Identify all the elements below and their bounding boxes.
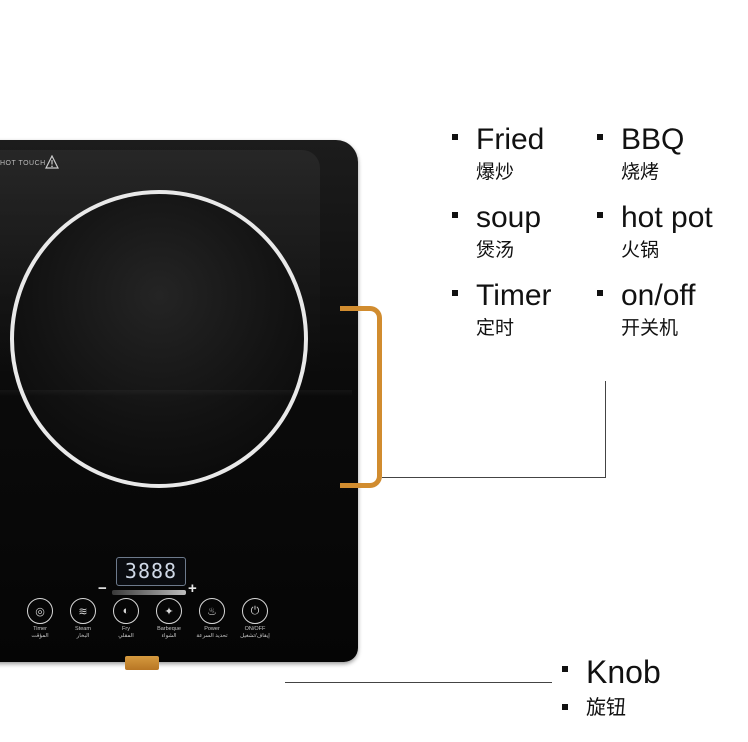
feature-label-zh: 爆炒 [476, 161, 515, 183]
on-off-button[interactable]: ⏻ [242, 598, 268, 624]
bullet-icon [452, 212, 458, 218]
copper-handle [340, 306, 382, 488]
knob-leader-line [285, 682, 552, 683]
on-off-button-label: ON/OFF إيقاف/تشغيل [240, 626, 270, 639]
knob[interactable] [125, 656, 159, 670]
steam-icon: ≋ [78, 605, 88, 618]
knob-label-zh: 旋钮 [586, 695, 626, 719]
feature-label-zh: 煲汤 [476, 239, 515, 261]
feature-label: Fried [476, 123, 545, 156]
glass-band [0, 390, 352, 396]
feature-label: hot pot [621, 201, 713, 234]
steam-button[interactable]: ≋ [70, 598, 96, 624]
power-level-icon: ♨ [207, 605, 217, 618]
induction-cooktop: HOT TOUCH 3888 − + ◎ Timer المؤقت ≋ Stea… [0, 140, 358, 670]
warning-icon [45, 155, 59, 169]
steam-button-label: Steam البخار [75, 626, 91, 639]
features-leader-line [605, 381, 606, 478]
feature-label: Timer [476, 279, 552, 312]
led-display: 3888 [116, 557, 186, 586]
feature-label: soup [476, 201, 542, 234]
barbeque-button-label: Barbeque الشواء [157, 626, 181, 639]
bullet-icon [562, 666, 568, 672]
power-icon: ⏻ [250, 604, 260, 617]
minus-sign: − [98, 580, 107, 597]
timer-button-label: Timer المؤقت [31, 626, 49, 639]
bullet-icon [452, 134, 458, 140]
power-level-button-label: Power تحديد السرعة [196, 626, 228, 639]
feature-label-zh: 开关机 [621, 317, 679, 339]
plus-sign: + [188, 580, 197, 597]
brand-text: HOT TOUCH [0, 160, 46, 167]
fry-button[interactable]: ◐ [113, 598, 139, 624]
bullet-icon [597, 212, 603, 218]
feature-label: BBQ [621, 123, 685, 156]
bullet-icon [597, 134, 603, 140]
feature-label-zh: 定时 [476, 317, 515, 339]
handle-leader-line [382, 477, 606, 478]
feature-label-zh: 火锅 [621, 239, 660, 261]
cooking-zone-ring [10, 190, 308, 488]
barbeque-icon: ✦ [164, 605, 174, 618]
feature-label: on/off [621, 279, 696, 312]
timer-icon: ◎ [35, 605, 45, 618]
barbeque-button[interactable]: ✦ [156, 598, 182, 624]
bullet-icon [597, 290, 603, 296]
fry-button-label: Fry المقلي [118, 626, 134, 639]
knob-label: Knob [586, 654, 661, 690]
fry-icon: ◐ [122, 605, 130, 617]
feature-label-zh: 烧烤 [621, 161, 660, 183]
power-level-button[interactable]: ♨ [199, 598, 225, 624]
power-level-bar [112, 590, 186, 595]
bullet-icon [452, 290, 458, 296]
timer-button[interactable]: ◎ [27, 598, 53, 624]
bullet-icon [562, 704, 568, 710]
